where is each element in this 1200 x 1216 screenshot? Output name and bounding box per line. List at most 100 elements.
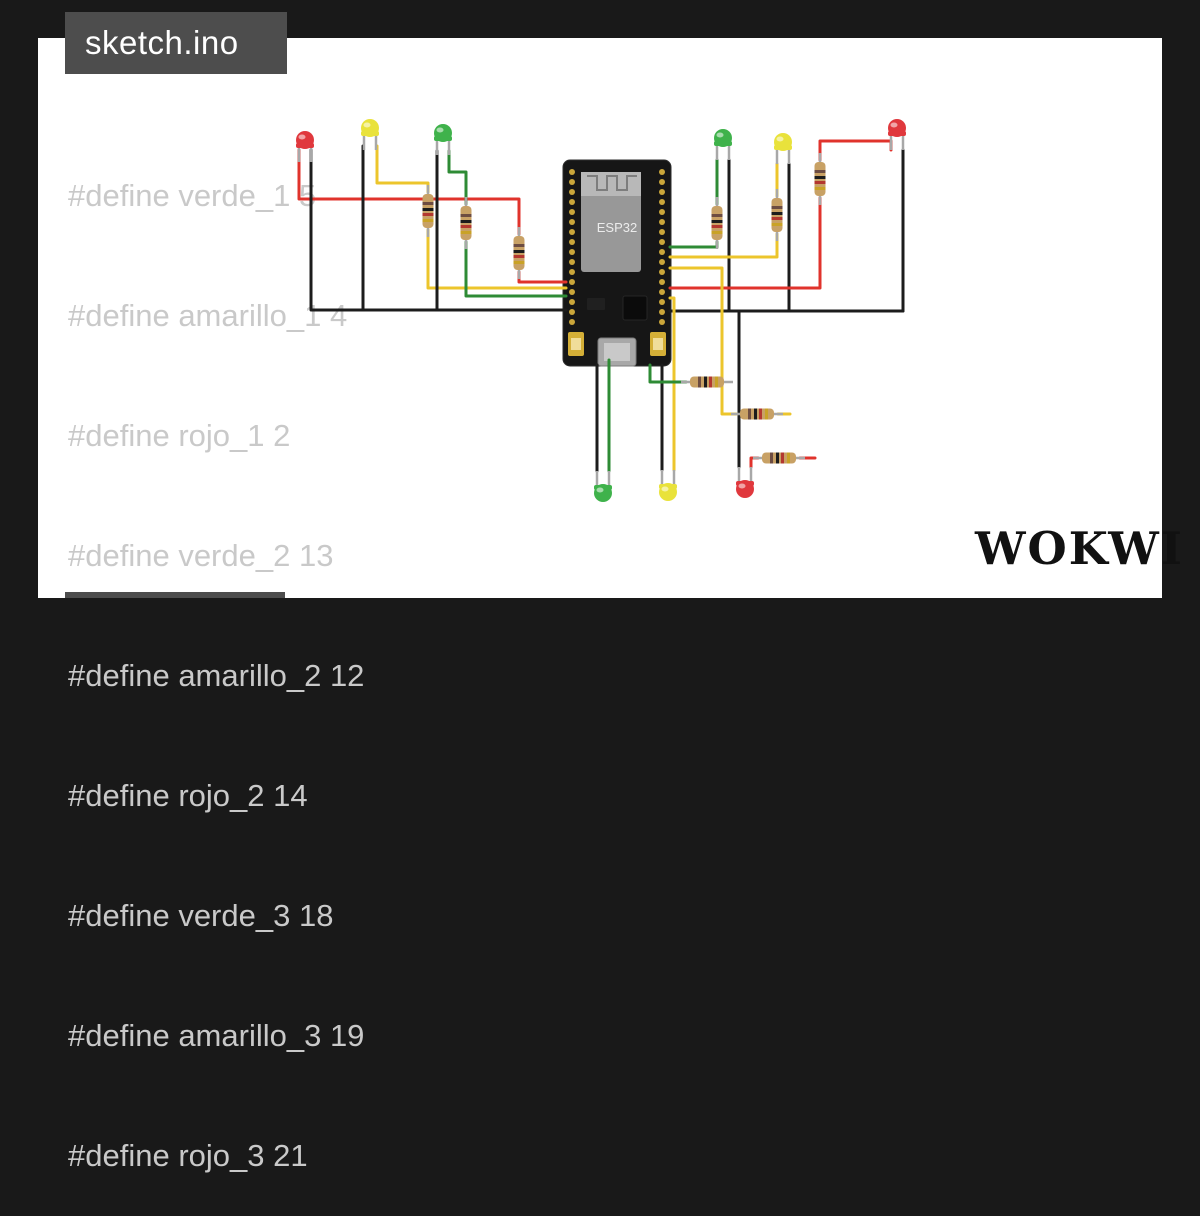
esp32-pin[interactable] [659,259,665,265]
resistor-band [771,223,783,226]
green-led[interactable] [714,129,732,160]
resistor-band [513,250,525,253]
resistor-band [422,219,434,222]
resistor-band [422,213,434,216]
esp32-pin[interactable] [659,189,665,195]
esp32-pin[interactable] [569,189,575,195]
yellow-wire[interactable] [668,232,779,259]
red-led[interactable] [296,131,314,162]
esp32-pin[interactable] [659,169,665,175]
esp32-pin[interactable] [659,229,665,235]
esp32-pin[interactable] [569,319,575,325]
resistor[interactable] [814,153,826,205]
yellow-led[interactable] [361,119,379,150]
green-wire[interactable] [668,240,719,249]
green-led[interactable] [594,471,612,502]
yellow-wire[interactable] [426,228,568,290]
esp32-pin[interactable] [569,239,575,245]
esp32-pin[interactable] [659,239,665,245]
green-wire[interactable] [648,363,688,384]
resistor-band [754,408,757,420]
code-line: #define verde_1 5 [68,178,317,213]
resistor-band [513,261,525,264]
esp32-pin[interactable] [569,269,575,275]
led-body[interactable] [774,133,792,151]
esp32-pin[interactable] [659,179,665,185]
red-wire[interactable] [668,196,822,290]
yellow-wire[interactable] [375,144,430,194]
sketch-filename-tab[interactable]: sketch.ino [65,12,287,74]
resistor[interactable] [731,408,783,420]
esp32-shield [581,172,641,272]
resistor-band [814,170,826,173]
resistor-band [814,176,826,179]
esp32-pin[interactable] [659,289,665,295]
esp32-pin[interactable] [569,169,575,175]
esp32-pin[interactable] [569,199,575,205]
esp32-pin[interactable] [569,219,575,225]
antenna-trace [587,175,637,191]
esp32-pin[interactable] [569,289,575,295]
esp32-pin[interactable] [659,219,665,225]
esp32-pin[interactable] [659,309,665,315]
led-highlight [596,487,604,493]
yellow-led[interactable] [774,133,792,164]
esp32-pin[interactable] [569,179,575,185]
esp32-pin[interactable] [659,269,665,275]
resistor[interactable] [753,452,805,464]
red-led[interactable] [736,467,754,498]
yellow-wire[interactable] [668,296,676,472]
esp32-pin[interactable] [569,309,575,315]
esp32-pin[interactable] [659,209,665,215]
resistor-band [460,225,472,228]
resistor[interactable] [422,185,434,237]
esp32-pin[interactable] [659,249,665,255]
esp32-pin[interactable] [659,279,665,285]
button-cap[interactable] [653,338,663,350]
red-wire[interactable] [297,148,521,236]
led-body[interactable] [361,119,379,137]
green-led[interactable] [434,124,452,155]
resistor[interactable] [681,376,733,388]
led-body[interactable] [594,484,612,502]
yellow-wire[interactable] [668,266,738,416]
esp32-pin[interactable] [569,279,575,285]
led-body[interactable] [434,124,452,142]
led-body[interactable] [888,119,906,137]
red-wire[interactable] [749,456,760,469]
red-wire[interactable] [818,139,893,162]
led-body[interactable] [736,480,754,498]
green-wire[interactable] [464,240,568,298]
esp32-board[interactable]: ESP32 [562,159,672,367]
code-line: #define amarillo_2 12 [68,658,365,693]
red-led[interactable] [888,119,906,150]
yellow-led[interactable] [659,470,677,501]
resistor[interactable] [513,227,525,279]
esp32-pin[interactable] [569,299,575,305]
resistor-band [513,244,525,247]
esp32-pin[interactable] [659,319,665,325]
resistor-band [460,231,472,234]
led-body[interactable] [659,483,677,501]
resistor[interactable] [771,189,783,241]
esp32-pin[interactable] [659,299,665,305]
esp32-pin[interactable] [569,249,575,255]
black-wire[interactable] [309,148,568,312]
esp32-pin[interactable] [659,199,665,205]
esp32-pin[interactable] [569,259,575,265]
resistor-band [771,212,783,215]
esp32-pin[interactable] [569,209,575,215]
green-wire[interactable] [447,149,468,206]
button-cap[interactable] [571,338,581,350]
resistor[interactable] [460,197,472,249]
esp32-pin[interactable] [569,229,575,235]
led-body[interactable] [714,129,732,147]
resistor[interactable] [711,197,723,249]
resistor-band [770,452,773,464]
led-highlight [776,136,784,142]
led-highlight [363,122,371,128]
led-highlight [661,486,669,492]
led-body[interactable] [296,131,314,149]
led-highlight [436,127,444,133]
red-wire[interactable] [517,270,568,284]
